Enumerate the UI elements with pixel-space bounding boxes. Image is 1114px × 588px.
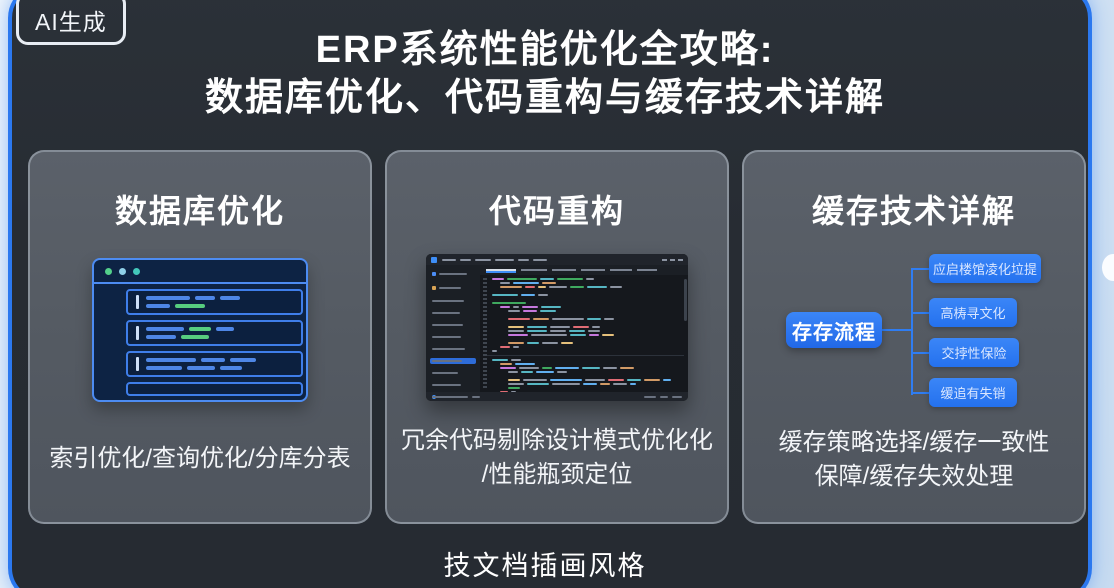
editor-logo-icon xyxy=(431,256,437,263)
decorative-circle xyxy=(1102,254,1114,281)
flow-connector xyxy=(911,392,929,394)
caption-line-1: 缓存策略选择/缓存一致性 xyxy=(778,429,1050,456)
flow-connector xyxy=(911,312,929,314)
window-dot-icon xyxy=(119,267,126,275)
title-line-2: 数据库优化、代码重构与缓存技术详解 xyxy=(204,77,885,119)
ai-generated-badge: AI生成 xyxy=(16,0,126,45)
flow-connector xyxy=(911,268,929,270)
main-title: ERP系统性能优化全攻略: 数据库优化、代码重构与缓存技术详解 xyxy=(0,26,1090,122)
flow-root-node: 存存流程 xyxy=(786,312,882,348)
card-caption: 索引优化/查询优化/分库分表 xyxy=(49,445,351,472)
db-row-list xyxy=(126,289,303,396)
code-editor-illustration xyxy=(426,254,688,401)
caption-line-2: 保障/缓存失效处理 xyxy=(814,463,1014,490)
editor-tabs xyxy=(480,265,688,275)
cache-flowchart: 存存流程 应启楼馆凌化垃提 高梼寻文化 交挬性保险 缓追有失销 xyxy=(744,152,1084,522)
window-body xyxy=(94,286,306,400)
window-controls-icon xyxy=(662,258,683,261)
flow-connector xyxy=(882,329,911,331)
editor-code-area xyxy=(480,275,688,392)
flow-branch-node: 交挬性保险 xyxy=(929,338,1019,367)
statusbar-right xyxy=(644,395,682,398)
card-title: 缓存技术详解 xyxy=(811,193,1016,229)
caption-line-2: /性能瓶颈定位 xyxy=(481,461,633,488)
card-title: 数据库优化 xyxy=(114,193,285,229)
card-title: 代码重构 xyxy=(488,193,625,229)
card-code-refactoring: 代码重构 xyxy=(385,150,729,524)
editor-body xyxy=(426,265,688,398)
card-cache-technology: 缓存技术详解 存存流程 应启楼馆凌化垃提 高梼寻文化 交挬性保险 缓追有失销 缓… xyxy=(742,150,1086,524)
window-dot-icon xyxy=(133,267,140,275)
editor-menubar xyxy=(426,254,688,265)
window-dot-icon xyxy=(105,267,112,275)
flow-connector xyxy=(911,269,913,395)
caption-line-1: 冗余代码剔除设计模式优化化 xyxy=(401,427,713,454)
title-line-1: ERP系统性能优化全攻略: xyxy=(315,29,775,71)
card-row: 数据库优化 索引优化/查询优化/分库分表 代码重构 xyxy=(28,150,1086,524)
editor-menu-items xyxy=(442,258,657,261)
flow-branch-node: 高梼寻文化 xyxy=(929,298,1017,327)
card-caption: 缓存策略选择/缓存一致性 保障/缓存失效处理 xyxy=(752,426,1076,494)
editor-main xyxy=(480,265,688,392)
editor-file-tree xyxy=(426,265,480,398)
flow-connector xyxy=(911,352,929,354)
flow-branch-node: 应启楼馆凌化垃提 xyxy=(929,254,1041,283)
flow-branch-node: 缓追有失销 xyxy=(929,378,1017,407)
card-database-optimization: 数据库优化 索引优化/查询优化/分库分表 xyxy=(28,150,372,524)
editor-scrollbar xyxy=(684,279,687,321)
window-titlebar xyxy=(94,260,306,284)
card-caption: 冗余代码剔除设计模式优化化 /性能瓶颈定位 xyxy=(395,424,719,492)
style-caption: 技文档插画风格 xyxy=(443,551,647,581)
database-window-illustration xyxy=(92,258,308,402)
